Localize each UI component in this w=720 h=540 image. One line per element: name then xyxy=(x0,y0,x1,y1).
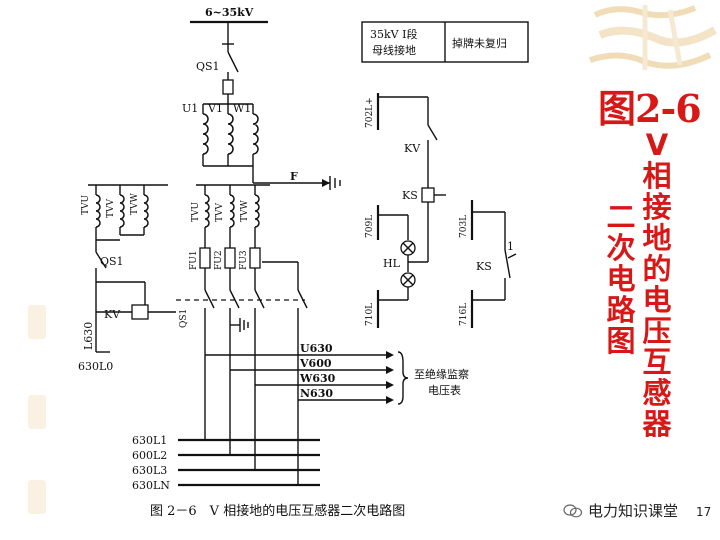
ks-coil xyxy=(421,187,435,203)
slide-title-line1: V 相 接 地 的 电 压 互 感 器 xyxy=(640,130,674,440)
ks-contact-label: KS xyxy=(476,260,492,273)
fuse-fu3 xyxy=(249,247,261,269)
title-char: 电 xyxy=(642,283,672,317)
secondary-coil-v xyxy=(229,194,235,228)
ks-coil-label: KS xyxy=(402,189,418,202)
bus-label-630l3: 630L3 xyxy=(132,464,167,477)
title-char: 感 xyxy=(642,376,672,410)
watermark: 电力知识课堂 xyxy=(563,500,678,521)
slide-title-line2: 二 次 电 路 图 xyxy=(604,202,638,357)
output-label-u630: U630 xyxy=(300,342,333,355)
open-delta-coil-u xyxy=(95,194,101,228)
page-number: 17 xyxy=(696,505,712,519)
kv-left-label: KV xyxy=(104,308,121,321)
contact-1-label: 1 xyxy=(507,240,514,253)
bus-label-716l: 716L xyxy=(459,303,469,326)
tv-label-v-left: TVV xyxy=(106,198,116,218)
fuse-label-fu2: FU2 xyxy=(214,250,224,270)
title-char: V xyxy=(645,128,669,162)
output-label-w630: W630 xyxy=(299,372,336,385)
hv-fuse xyxy=(222,79,234,95)
hl-label: HL xyxy=(383,257,401,270)
l630-label: L630 xyxy=(82,322,95,350)
qs1-mid-label: QS1 xyxy=(179,309,189,328)
bus-label-702l: 702L+ xyxy=(365,97,375,128)
output-label-v600: V600 xyxy=(299,357,332,370)
bus-label-630l1: 630L1 xyxy=(132,434,167,447)
fuse-fu2 xyxy=(224,247,236,269)
secondary-coil-u xyxy=(204,194,210,228)
output-label-n630: N630 xyxy=(300,387,333,400)
tv-label-u-right: TVU xyxy=(191,201,201,222)
fuse-fu1 xyxy=(199,247,211,269)
phase-label-v1: V1 xyxy=(207,102,223,115)
kv-right-label: KV xyxy=(404,142,421,155)
open-delta-coil-w xyxy=(143,194,149,228)
phase-label-w1: W1 xyxy=(233,102,251,115)
decorative-mark xyxy=(28,305,46,339)
output-destination-line1: 至绝缘监察 xyxy=(414,367,469,381)
secondary-coil-w xyxy=(254,194,260,228)
bus-voltage-label: 6~35kV xyxy=(205,6,254,19)
arrow-head xyxy=(322,179,330,187)
output-brace xyxy=(397,351,409,405)
title-char: 接 xyxy=(642,190,672,224)
bus-label-600l2: 600L2 xyxy=(132,449,167,462)
tv-label-v-right: TVV xyxy=(215,202,225,222)
title-char: 电 xyxy=(606,262,636,296)
signal-box-left-line1: 35kV Ⅰ段 xyxy=(370,27,417,41)
title-char: 压 xyxy=(642,314,672,348)
qs1-left-label: QS1 xyxy=(100,255,124,268)
title-char: 器 xyxy=(642,407,672,441)
bus-label-630ln: 630LN xyxy=(132,479,170,492)
signal-box-right: 掉牌未复归 xyxy=(452,36,507,50)
qs1-left-blade xyxy=(95,251,107,269)
bus-label-710l: 710L xyxy=(365,303,375,326)
qs1-top-blade xyxy=(227,51,239,73)
qs1-top-label: QS1 xyxy=(196,60,220,73)
tv-label-u-left: TVU xyxy=(81,194,91,215)
figure-caption: 图 2－6 V 相接地的电压互感器二次电路图 xyxy=(150,504,406,519)
decorative-ornament xyxy=(585,0,720,75)
tv-label-w-left: TVW xyxy=(130,192,140,215)
fuse-label-fu1: FU1 xyxy=(189,250,199,270)
fuse-label-fu3: FU3 xyxy=(239,250,249,270)
decorative-mark xyxy=(28,395,46,429)
primary-winding-w xyxy=(252,113,259,155)
title-char: 地 xyxy=(642,221,672,255)
l630-0-label: 630L0 xyxy=(78,360,113,373)
phase-label-u1: U1 xyxy=(182,102,198,115)
open-delta-coil-v xyxy=(119,194,125,228)
wechat-icon xyxy=(563,503,583,517)
title-char: 二 xyxy=(606,200,636,234)
kv-contact xyxy=(427,124,438,141)
ks-contact xyxy=(504,249,511,279)
bus-label-703l: 703L xyxy=(459,215,469,238)
title-char: 互 xyxy=(642,345,672,379)
primary-winding-v xyxy=(227,113,234,155)
title-char: 图 xyxy=(606,324,636,358)
title-char: 的 xyxy=(642,252,672,286)
title-char: 路 xyxy=(606,293,636,327)
signal-box-left-line2: 母线接地 xyxy=(372,43,416,57)
primary-winding-u xyxy=(202,113,209,155)
figure-number: 图2-6 xyxy=(598,86,702,131)
tv-label-w-right: TVW xyxy=(240,199,250,222)
title-char: 次 xyxy=(606,231,636,265)
f-label: F xyxy=(290,170,298,183)
title-char: 相 xyxy=(642,159,672,193)
kv-coil-left xyxy=(131,304,149,320)
output-destination-line2: 电压表 xyxy=(428,383,461,397)
bus-label-709l: 709L xyxy=(365,215,375,238)
decorative-mark xyxy=(28,480,46,514)
watermark-text: 电力知识课堂 xyxy=(588,502,679,520)
